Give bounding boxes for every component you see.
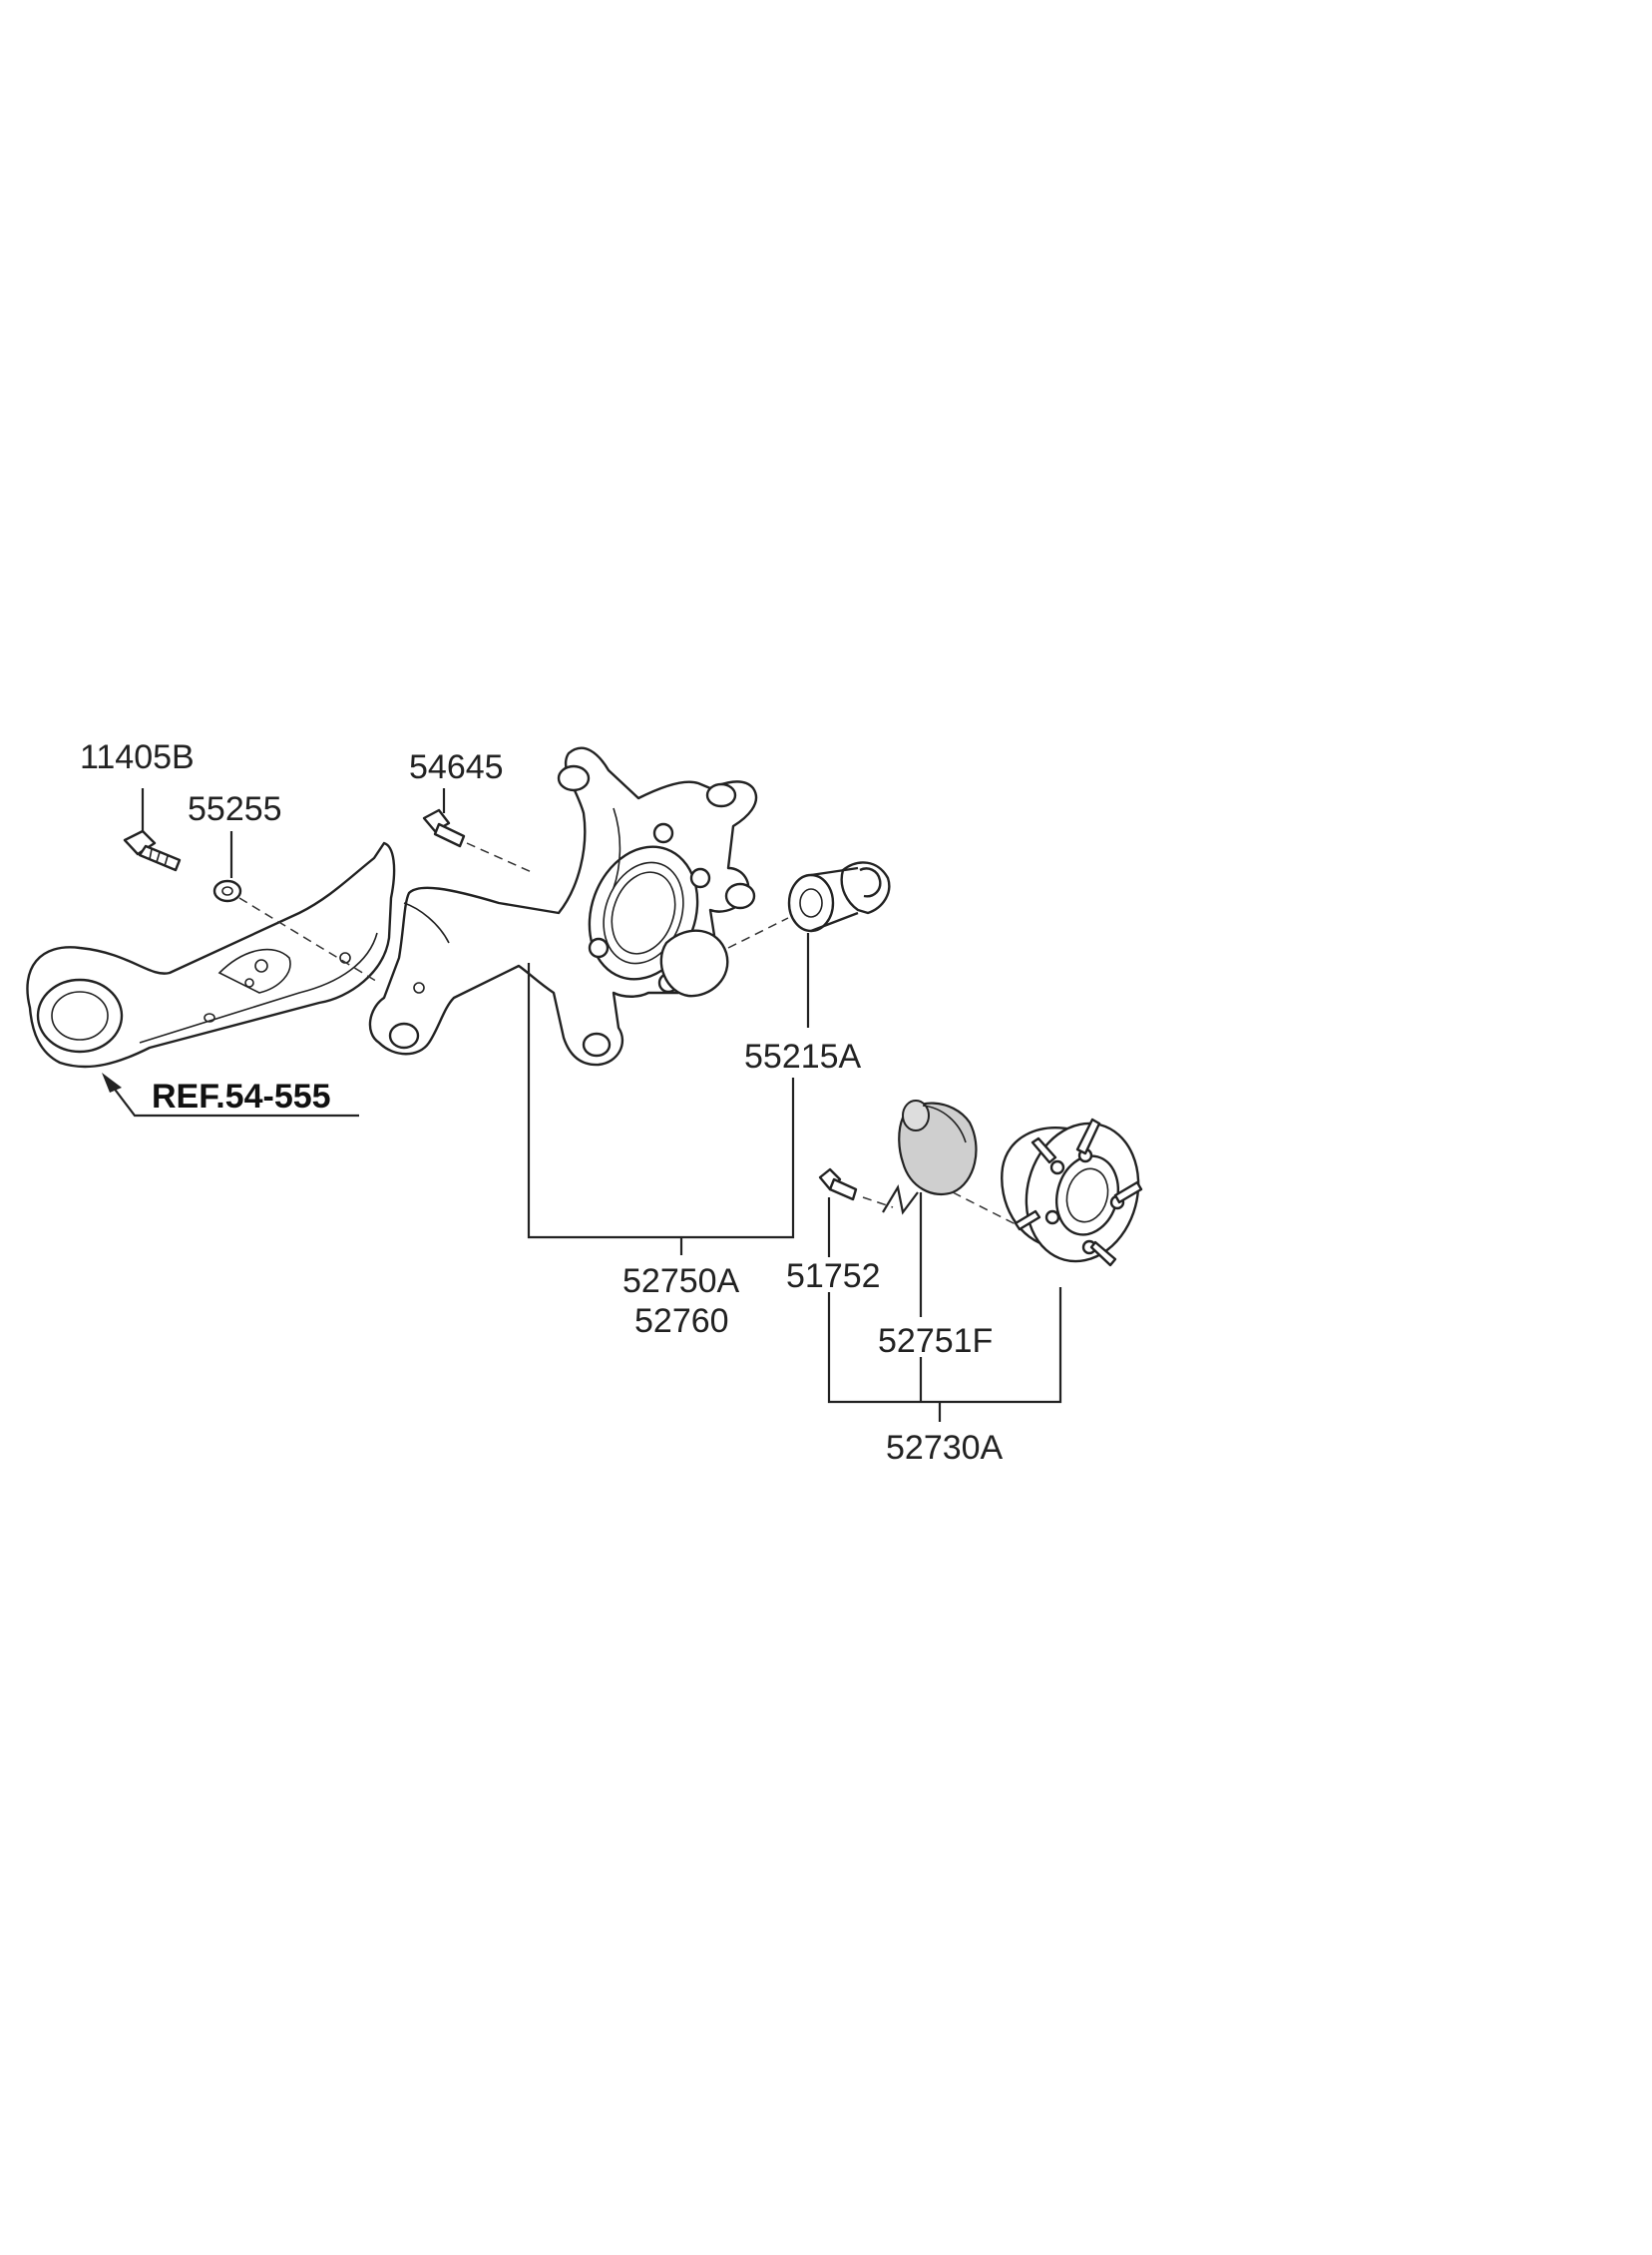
bushing-55215a[interactable] xyxy=(787,861,891,933)
label-52750a: 52750A xyxy=(622,1262,740,1300)
label-52751f: 52751F xyxy=(878,1322,993,1360)
knuckle[interactable] xyxy=(368,746,789,1067)
ref-arrow xyxy=(102,1073,359,1118)
leader-lines xyxy=(527,933,1062,1422)
label-55255: 55255 xyxy=(188,790,282,828)
label-11405b: 11405B xyxy=(80,738,195,776)
label-ref-54-555[interactable]: REF.54-555 xyxy=(152,1078,331,1116)
label-52760: 52760 xyxy=(634,1302,729,1340)
bolt-54645[interactable] xyxy=(422,788,535,874)
label-54645: 54645 xyxy=(409,748,504,786)
trailing-arm[interactable] xyxy=(26,841,396,1069)
label-51752: 51752 xyxy=(786,1257,881,1295)
cap-52751f[interactable] xyxy=(898,1100,1019,1226)
hub-assembly[interactable] xyxy=(1001,1111,1153,1274)
hub-bolt-51752[interactable] xyxy=(818,1167,919,1215)
label-52730a: 52730A xyxy=(886,1429,1004,1467)
washer-55255[interactable] xyxy=(212,831,380,984)
bolt-11405b[interactable] xyxy=(123,788,182,872)
label-55215a: 55215A xyxy=(744,1038,862,1076)
